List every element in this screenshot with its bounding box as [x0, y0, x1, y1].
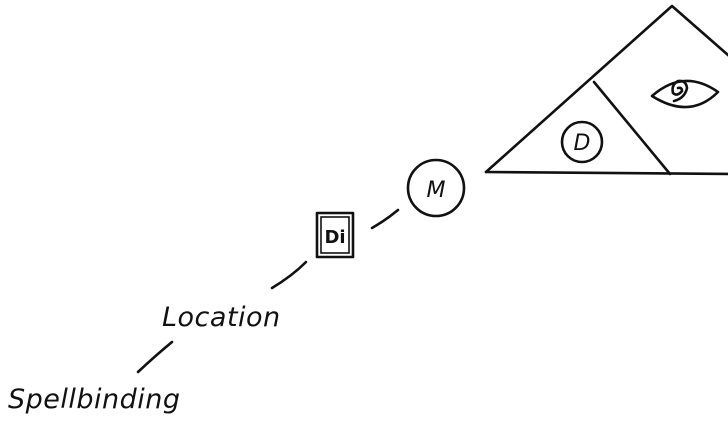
connector-square-circle	[370, 208, 400, 230]
connector-spellbinding-location	[136, 340, 174, 374]
triangle-circle-label: D	[574, 131, 591, 156]
square-node-inner-box	[320, 216, 350, 254]
triangle-base	[484, 170, 728, 176]
circle-node-label: M	[427, 178, 446, 203]
label-spellbinding: Spellbinding	[8, 384, 181, 415]
eye-spiral-icon	[650, 79, 720, 109]
connector-location-square	[270, 260, 308, 290]
triangle-outline	[484, 4, 728, 174]
eye-outline	[650, 79, 720, 109]
triangle-diagram: D	[484, 4, 728, 176]
square-node: Di	[315, 211, 355, 259]
triangle-circle-node	[560, 120, 604, 164]
triangle-divider	[592, 80, 672, 176]
circle-node: M	[406, 158, 466, 218]
circle-node-ring	[406, 158, 466, 218]
square-node-label: Di	[324, 227, 345, 248]
label-location: Location	[162, 302, 281, 333]
eye-spiral	[671, 79, 689, 103]
square-node-box	[315, 211, 355, 259]
